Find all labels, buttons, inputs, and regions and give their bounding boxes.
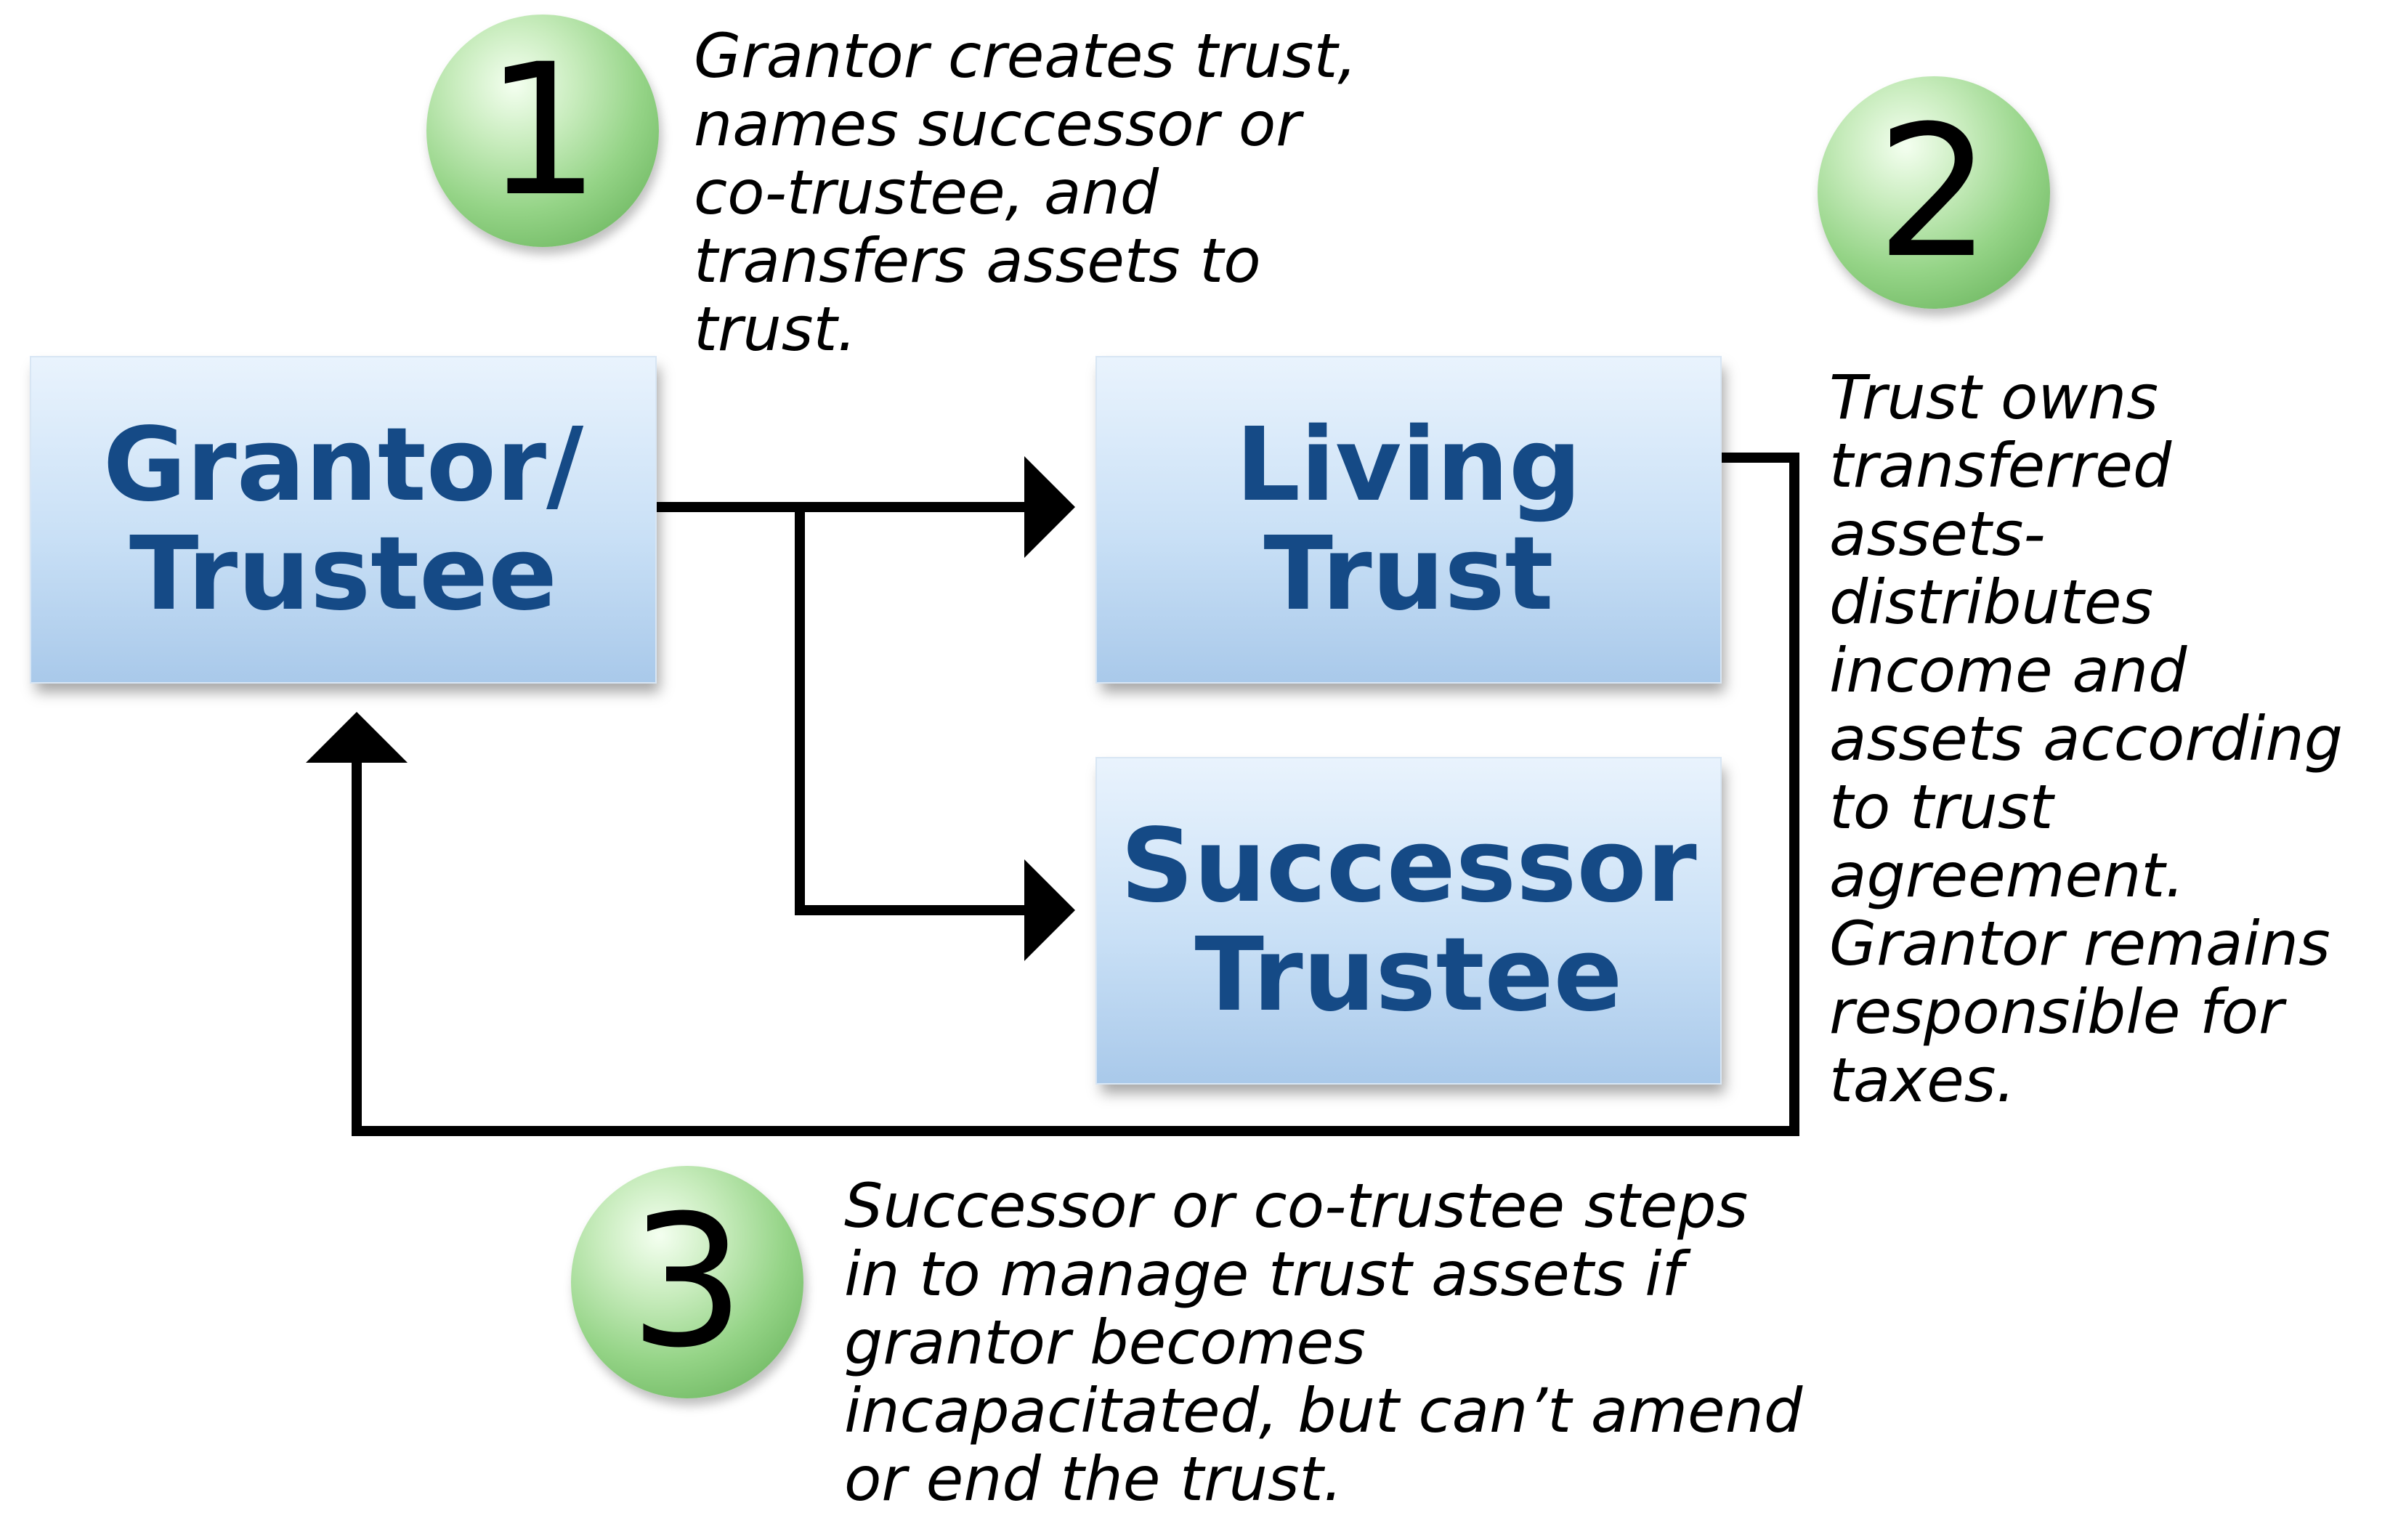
step-1-number: 1	[485, 25, 601, 236]
arrow-branch-to-successor	[795, 507, 1075, 961]
step-1-badge: 1	[426, 15, 659, 247]
step-3-badge: 3	[571, 1166, 803, 1398]
step-2-number: 2	[1876, 86, 1992, 298]
successor-trustee-box: Successor Trustee	[1097, 758, 1720, 1083]
living-trust-box: Living Trust	[1097, 357, 1720, 682]
step-3-description: Successor or co-trustee steps in to mana…	[844, 1170, 1803, 1515]
step-2-description: Trust owns transferred assets- distribut…	[1829, 362, 2344, 1116]
step-3-number: 3	[629, 1176, 745, 1387]
grantor-trustee-label: Grantor/ Trustee	[102, 405, 584, 633]
arrow-return-to-grantor	[352, 453, 1799, 1136]
step-2-badge: 2	[1818, 76, 2050, 309]
arrowhead-up-grantor	[306, 712, 408, 763]
living-trust-label: Living Trust	[1235, 405, 1582, 633]
successor-trustee-label: Successor Trustee	[1120, 806, 1697, 1034]
grantor-trustee-box: Grantor/ Trustee	[31, 357, 655, 682]
step-1-description: Grantor creates trust, names successor o…	[694, 20, 1357, 365]
